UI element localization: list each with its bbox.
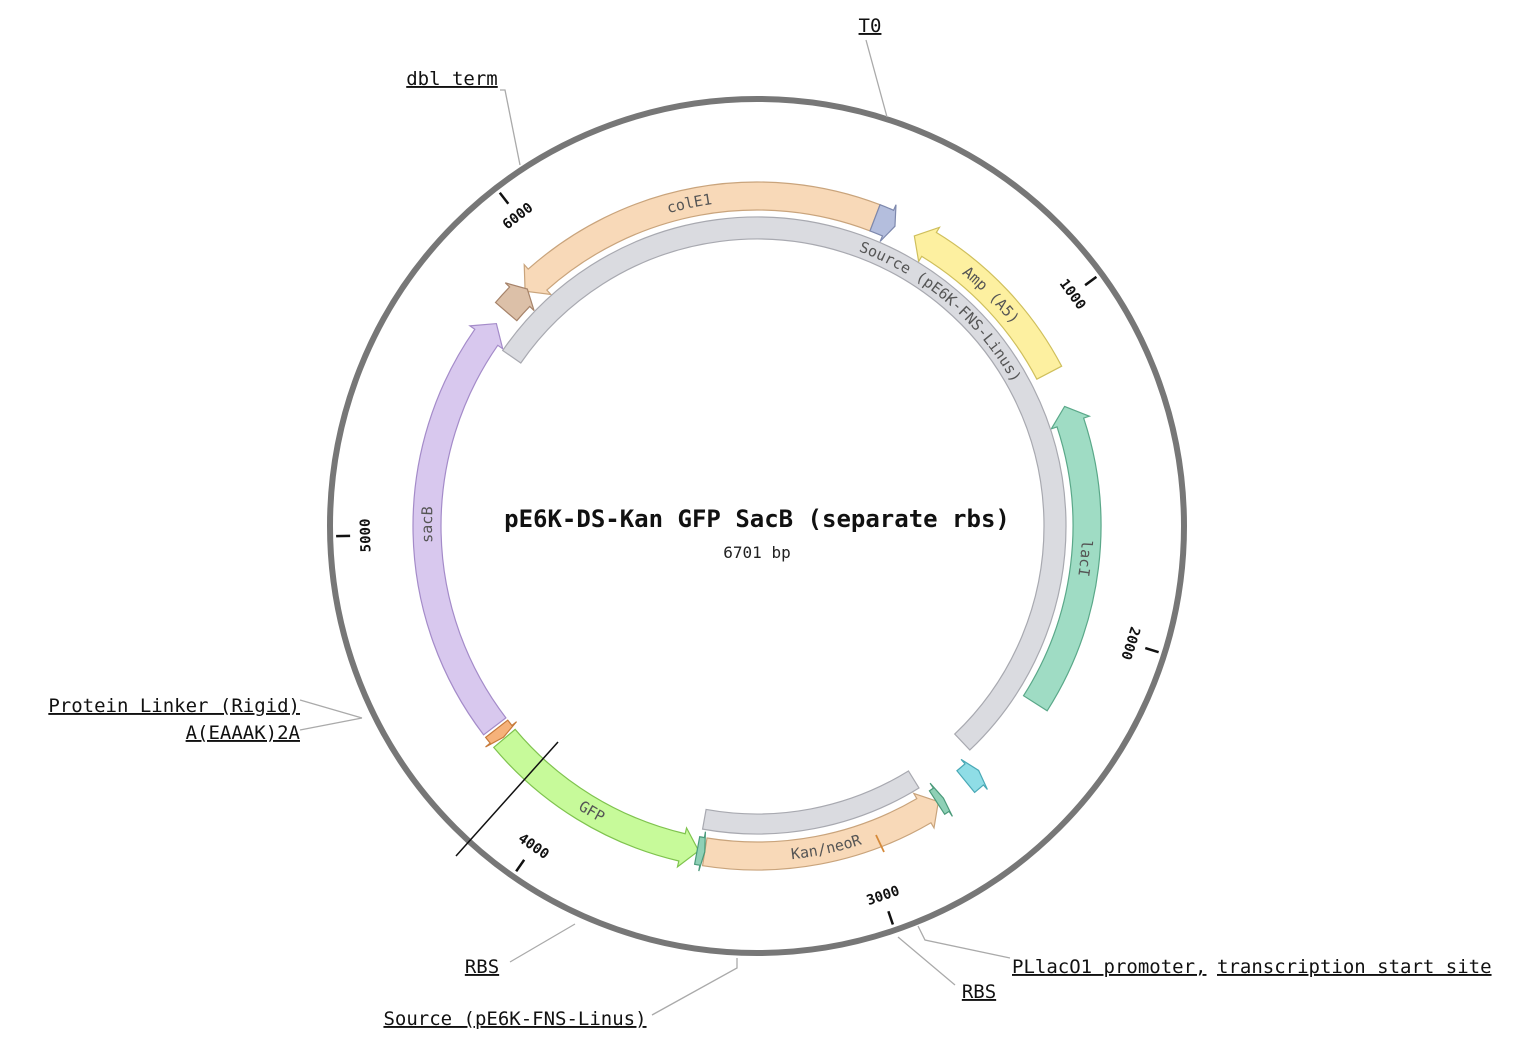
- cut-line: [455, 741, 559, 857]
- feature-linker[interactable]: [484, 719, 518, 748]
- promoter-tick-marker: [875, 834, 885, 853]
- ann-pllac-label[interactable]: PLlacO1 promoter,: [1012, 956, 1206, 978]
- tick-label-3000: 3000: [865, 883, 902, 909]
- feature-colE1-tip[interactable]: [869, 203, 897, 242]
- ann-linker-leader: [299, 717, 363, 731]
- ann-pllac-leader: [917, 925, 1011, 959]
- plasmid-length: 6701 bp: [723, 543, 790, 562]
- feature-gfp[interactable]: [492, 728, 700, 869]
- tick-6000: [498, 191, 510, 205]
- tick-4000: [515, 859, 526, 873]
- tick-label-6000: 6000: [500, 200, 536, 233]
- ann-rbs-kan-label[interactable]: RBS: [962, 981, 996, 1003]
- ann-t0-label[interactable]: T0: [859, 15, 882, 37]
- feature-rbs-kan[interactable]: [928, 782, 953, 817]
- ann-dbl-term-label[interactable]: dbl term: [406, 68, 498, 90]
- ann-pllac-label-2[interactable]: transcription start site: [1217, 956, 1492, 978]
- ann-rbs-gfp-label[interactable]: RBS: [465, 956, 499, 978]
- ann-source-label[interactable]: Source (pE6K-FNS-Linus): [383, 1008, 646, 1030]
- tick-1000: [1084, 275, 1098, 287]
- ann-rbs-kan-leader: [897, 936, 956, 986]
- tick-label-4000: 4000: [515, 830, 552, 862]
- feature-sacB[interactable]: [412, 322, 507, 736]
- tick-3000: [887, 910, 895, 925]
- feature-dbl-term[interactable]: [494, 282, 535, 322]
- feature-pllac-promoter[interactable]: [956, 758, 988, 794]
- tick-2000: [1144, 646, 1160, 654]
- feature-amp[interactable]: [913, 226, 1063, 381]
- ann-linker-leader: [299, 699, 363, 719]
- tick-label-1000: 1000: [1056, 276, 1089, 313]
- ann-rbs-gfp-leader: [509, 923, 576, 963]
- plasmid-name: pE6K-DS-Kan GFP SacB (separate rbs): [504, 505, 1010, 533]
- tick-label-5000: 5000: [358, 518, 375, 552]
- feature-laci[interactable]: [1022, 405, 1102, 712]
- feature-source[interactable]: [501, 216, 1067, 751]
- feature-source-2[interactable]: [701, 770, 920, 835]
- feature-rbs-gfp[interactable]: [693, 831, 707, 872]
- ann-source-leader: [651, 958, 738, 1016]
- tick-label-2000: 2000: [1117, 625, 1142, 662]
- feature-label-laci: lacI: [1074, 540, 1095, 578]
- ann-linker-label[interactable]: Protein Linker (Rigid): [48, 695, 300, 717]
- ann-t0-leader: [865, 39, 888, 118]
- ann-dbl-term-leader: [500, 89, 521, 166]
- ann-linker-label-2[interactable]: A(EAAAK)2A: [186, 722, 301, 744]
- backbone-circle: [327, 96, 1187, 956]
